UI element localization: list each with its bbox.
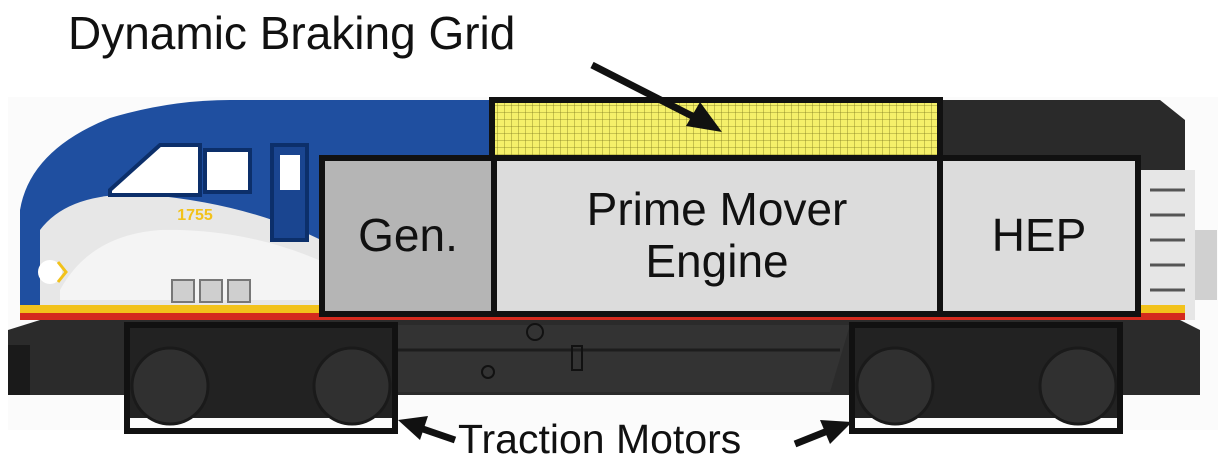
traction-motors-label: Traction Motors — [458, 416, 742, 462]
rear-wheel-1 — [855, 346, 935, 426]
prime-mover-label-line2: Engine — [645, 235, 789, 287]
hep-label: HEP — [991, 209, 1087, 262]
cab-window-front — [108, 143, 202, 197]
cab-door-window — [280, 155, 300, 190]
front-wheel-1 — [130, 346, 210, 426]
tank-plug — [481, 365, 495, 379]
tank-fitting — [526, 323, 544, 341]
rear-coupler-area — [1195, 230, 1217, 300]
prime-mover-label-line1: Prime Mover — [586, 183, 848, 236]
side-vents — [171, 279, 251, 303]
arrow-to-front-motors — [398, 416, 457, 444]
traction-motor-box-rear — [849, 322, 1123, 434]
pilot — [8, 345, 30, 395]
hep-box — [937, 155, 1141, 317]
front-wheel-2 — [312, 346, 392, 426]
fuel-tank — [330, 325, 850, 392]
arrow-to-rear-motors — [793, 420, 852, 448]
tank-gauge — [571, 345, 583, 371]
rear-ladder-rungs — [1150, 188, 1185, 292]
dynamic-braking-grid-label: Dynamic Braking Grid — [68, 7, 516, 59]
cab-window-side — [203, 148, 252, 194]
generator-box — [319, 155, 497, 317]
nose-white-inner — [60, 229, 330, 300]
generator-label: Gen. — [358, 209, 458, 262]
arrow-to-braking-grid — [590, 61, 722, 132]
nose-logo-icon — [38, 260, 68, 284]
traction-motor-box-front — [124, 322, 398, 434]
prime-mover-label: Prime Mover Engine — [494, 158, 940, 314]
rear-wheel-2 — [1038, 346, 1118, 426]
unit-number: 1755 — [177, 207, 213, 224]
prime-mover-box — [491, 155, 943, 317]
rear-ladder — [1140, 170, 1195, 320]
